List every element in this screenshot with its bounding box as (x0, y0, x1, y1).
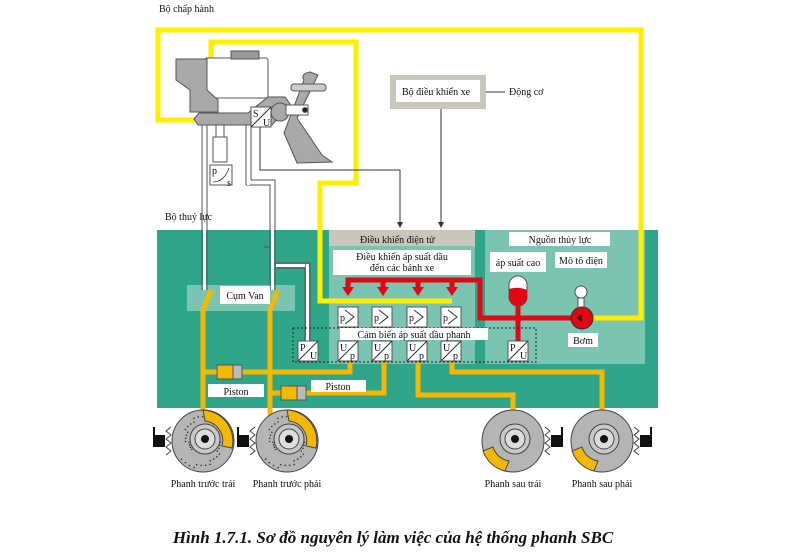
wheel-brake: Phanh sau trái (481, 409, 563, 490)
arrow-head-icon (438, 222, 444, 228)
wheel-brake: Phanh trước trái (153, 409, 236, 490)
master-pressure-sensor: P U (297, 340, 319, 362)
hydraulic-unit-label: Bộ thuỷ lực (165, 212, 213, 223)
pressure-output-sensor: Up (337, 340, 359, 362)
svg-text:U: U (340, 343, 348, 354)
pressure-input-sensor: p (440, 306, 462, 328)
wheel-label: Phanh sau phải (572, 479, 633, 490)
graph-p-label: p (212, 166, 217, 177)
sensor-piston (212, 136, 228, 163)
svg-text:U: U (310, 351, 318, 362)
svg-text:U: U (409, 343, 417, 354)
pressure-input-sensor: p (371, 306, 393, 328)
reservoir (204, 57, 269, 99)
high-pressure-label: áp suất cao (496, 258, 540, 269)
master-brake-lines (201, 123, 311, 345)
svg-text:P: P (510, 343, 516, 354)
wheel-brake-lines (200, 289, 605, 430)
wheel-label: Phanh trước trái (171, 479, 236, 490)
svg-text:U: U (443, 343, 451, 354)
arrow-down-icon (412, 287, 424, 296)
piston-2 (280, 385, 307, 401)
piston-1-label: Piston (223, 387, 248, 398)
svg-text:p: p (384, 351, 389, 362)
pressure-input-sensor: p (406, 306, 428, 328)
svg-text:p: p (374, 313, 379, 324)
arrow-down-icon (342, 287, 354, 296)
pressure-sensor-label: Cảm biến áp suất dầu phanh (357, 330, 470, 341)
high-pressure-lines (345, 277, 572, 342)
actuator-label: Bộ chấp hành (159, 4, 214, 15)
electric-motor-label: Mô tô điện (559, 256, 603, 267)
graph-s-label: s (227, 178, 231, 189)
pressure-control-label-2: đến các bánh xe (370, 263, 435, 274)
electric-signal-lines (155, 27, 644, 321)
figure-caption: Hình 1.7.1. Sơ đồ nguyên lý làm việc của… (172, 528, 614, 547)
pump-label: Bơm (573, 336, 593, 347)
accumulator (508, 275, 528, 307)
svg-text:p: p (443, 313, 448, 324)
svg-text:p: p (419, 351, 424, 362)
pressure-output-sensor: Up (406, 340, 428, 362)
piston-2-label: Piston (325, 382, 350, 393)
hydraulic-source-label: Nguồn thủy lực (529, 235, 592, 246)
wheel-brake: Phanh sau phải (570, 409, 652, 490)
arrow-down-icon (446, 287, 458, 296)
pedal-graph-box (209, 164, 233, 186)
outer-signal-loop (155, 27, 644, 321)
svg-text:p: p (350, 351, 355, 362)
pressure-arrows (342, 287, 458, 296)
svg-text:p: p (340, 313, 345, 324)
master-cylinder (175, 50, 291, 186)
wheel-brake: Phanh trước phải (237, 409, 322, 490)
wheel-label: Phanh sau trái (485, 479, 542, 490)
electronic-control-header (329, 230, 475, 246)
svg-text:U: U (374, 343, 382, 354)
svg-text:P: P (300, 343, 306, 354)
pressure-input-sensor: p (337, 306, 359, 328)
vehicle-controller-label: Bộ điều khiển xe (402, 87, 471, 98)
engine-label: Động cơ (509, 87, 544, 98)
valve-cluster-label: Cụm Van (226, 291, 263, 302)
electronic-control-label: Điều khiển điện tử (360, 235, 435, 246)
pressure-control-label-1: Điều khiển áp suất dầu (356, 252, 448, 263)
brake-pedal (283, 71, 334, 164)
piston-1 (216, 364, 243, 380)
svg-text:p: p (453, 351, 458, 362)
pressure-output-sensor: Up (371, 340, 393, 362)
control-wires (259, 91, 505, 224)
booster-body (175, 58, 219, 113)
arrow-down-icon (377, 287, 389, 296)
svg-text:S: S (253, 109, 259, 120)
wheel-label: Phanh trước phải (253, 479, 322, 490)
svg-text:U: U (520, 351, 528, 362)
inner-signal-loop (208, 39, 452, 304)
arrow-head-icon (397, 222, 403, 228)
reservoir-cap (230, 50, 260, 60)
stroke-sensor: S U (250, 106, 272, 129)
accumulator-pressure-sensor: P U (507, 340, 529, 362)
pressure-output-sensor: Up (440, 340, 462, 362)
svg-text:U: U (263, 118, 271, 129)
electric-motor-pump (570, 285, 594, 330)
svg-text:p: p (409, 313, 414, 324)
